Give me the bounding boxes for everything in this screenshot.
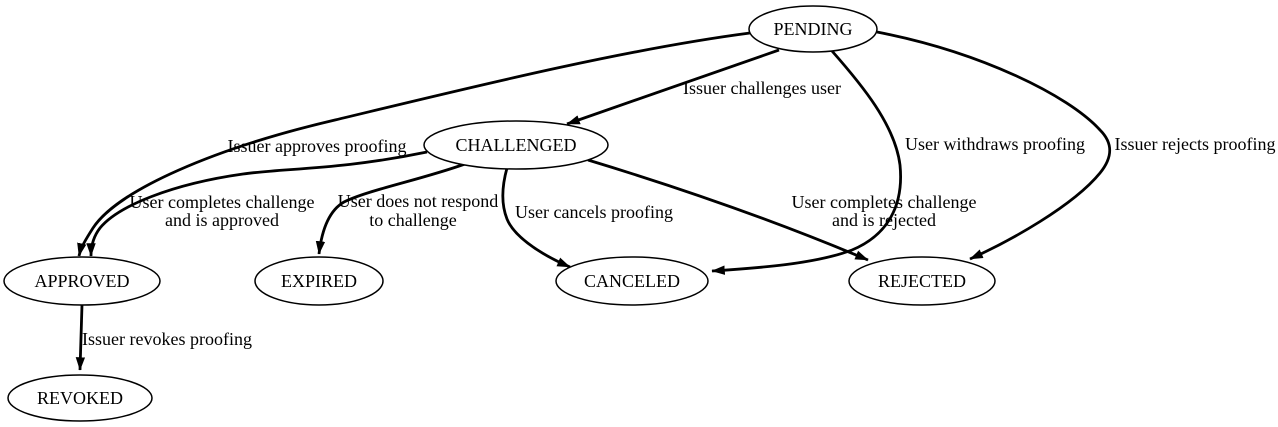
edge-label-issuer-approves-proofing: Issuer approves proofing [228, 136, 407, 156]
edge-challenged-expired [315, 162, 466, 255]
node-expired-label: EXPIRED [281, 271, 357, 291]
node-rejected: REJECTED [848, 256, 996, 306]
edge-challenged-canceled [501, 167, 571, 269]
node-revoked-label: REVOKED [37, 388, 123, 408]
edge-challenged-approved [86, 150, 428, 257]
edge-label-user-withdraws-proofing: User withdraws proofing [905, 134, 1085, 154]
node-approved-ellipse [3, 256, 161, 306]
edge-label-issuer-revokes-proofing: Issuer revokes proofing [82, 329, 252, 349]
node-challenged-label: CHALLENGED [456, 135, 577, 155]
node-challenged: CHALLENGED [423, 120, 609, 170]
edge-label-issuer-rejects-proofing: Issuer rejects proofing [1115, 134, 1276, 154]
node-pending: PENDING [748, 5, 878, 53]
edge-label-user-cancels-proofing: User cancels proofing [515, 202, 673, 222]
node-canceled: CANCELED [555, 256, 709, 306]
node-approved-label: APPROVED [34, 271, 129, 291]
node-approved: APPROVED [3, 256, 161, 306]
edge-pending-approved [77, 31, 751, 257]
node-pending-ellipse [748, 5, 878, 53]
edge-label-completes-challenge-approved-line2: and is approved [165, 210, 279, 230]
edge-challenged-rejected [587, 158, 869, 262]
node-rejected-label: REJECTED [878, 271, 966, 291]
edge-label-does-not-respond-line2: to challenge [369, 210, 456, 230]
edge-label-completes-challenge-rejected-line1: User completes challenge [792, 192, 977, 212]
node-challenged-ellipse [423, 120, 609, 170]
edge-label-completes-challenge-rejected-line2: and is rejected [832, 210, 936, 230]
node-rejected-ellipse [848, 256, 996, 306]
node-canceled-label: CANCELED [584, 271, 680, 291]
edge-label-issuer-challenges-user: Issuer challenges user [683, 78, 841, 98]
node-pending-label: PENDING [774, 19, 853, 39]
node-canceled-ellipse [555, 256, 709, 306]
edge-label-completes-challenge-approved-line1: User completes challenge [130, 192, 315, 212]
node-expired: EXPIRED [254, 256, 384, 306]
node-revoked: REVOKED [7, 374, 153, 422]
edge-pending-canceled [711, 50, 902, 275]
node-expired-ellipse [254, 256, 384, 306]
edge-approved-revoked [75, 304, 86, 371]
edge-pending-rejected [876, 30, 1112, 261]
node-revoked-ellipse [7, 374, 153, 422]
edge-label-does-not-respond-line1: User does not respond [338, 191, 498, 211]
edge-pending-challenged [566, 48, 780, 126]
